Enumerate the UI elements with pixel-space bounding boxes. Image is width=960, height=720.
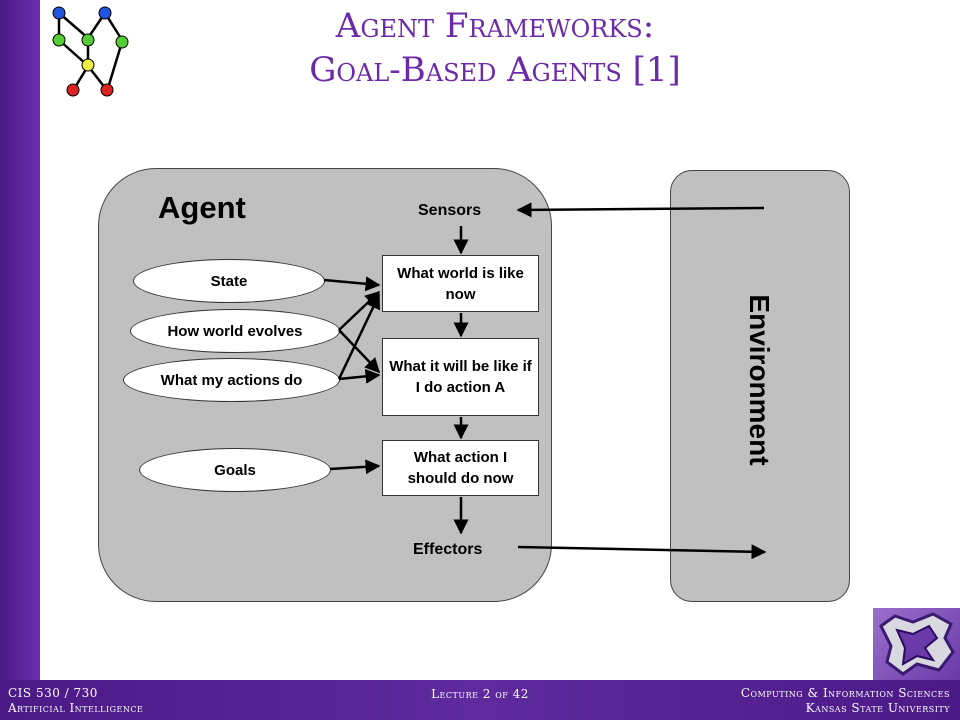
wildcat-logo-icon [873,608,960,680]
world-now-box: What world is like now [382,255,539,312]
footer-bar [0,680,960,720]
left-accent-bar [0,0,40,720]
sensors-label: Sensors [418,202,482,219]
slide-title-line2: Goal-Based Agents [1] [309,50,681,90]
environment-panel [670,170,850,602]
footer-course-line1: CIS 530 / 730 [8,686,98,700]
graph-network-icon [52,6,129,97]
slide-title-line1: Agent Frameworks: [335,6,655,46]
goals-oval: Goals [139,448,331,492]
agent-label: Agent [158,190,246,225]
footer-lecture-number: Lecture 2 of 42 [431,687,529,701]
how-world-evolves-oval: How world evolves [130,309,340,353]
footer-department-line2: Kansas State University [805,701,950,715]
footer-department-line1: Computing & Information Sciences [740,686,950,700]
if-action-box: What it will be like if I do action A [382,338,539,416]
state-oval: State [133,259,325,303]
what-my-actions-do-oval: What my actions do [123,358,340,402]
effectors-label: Effectors [413,541,483,558]
footer-course-line2: Artificial Intelligence [8,701,144,715]
action-now-box: What action I should do now [382,440,539,496]
